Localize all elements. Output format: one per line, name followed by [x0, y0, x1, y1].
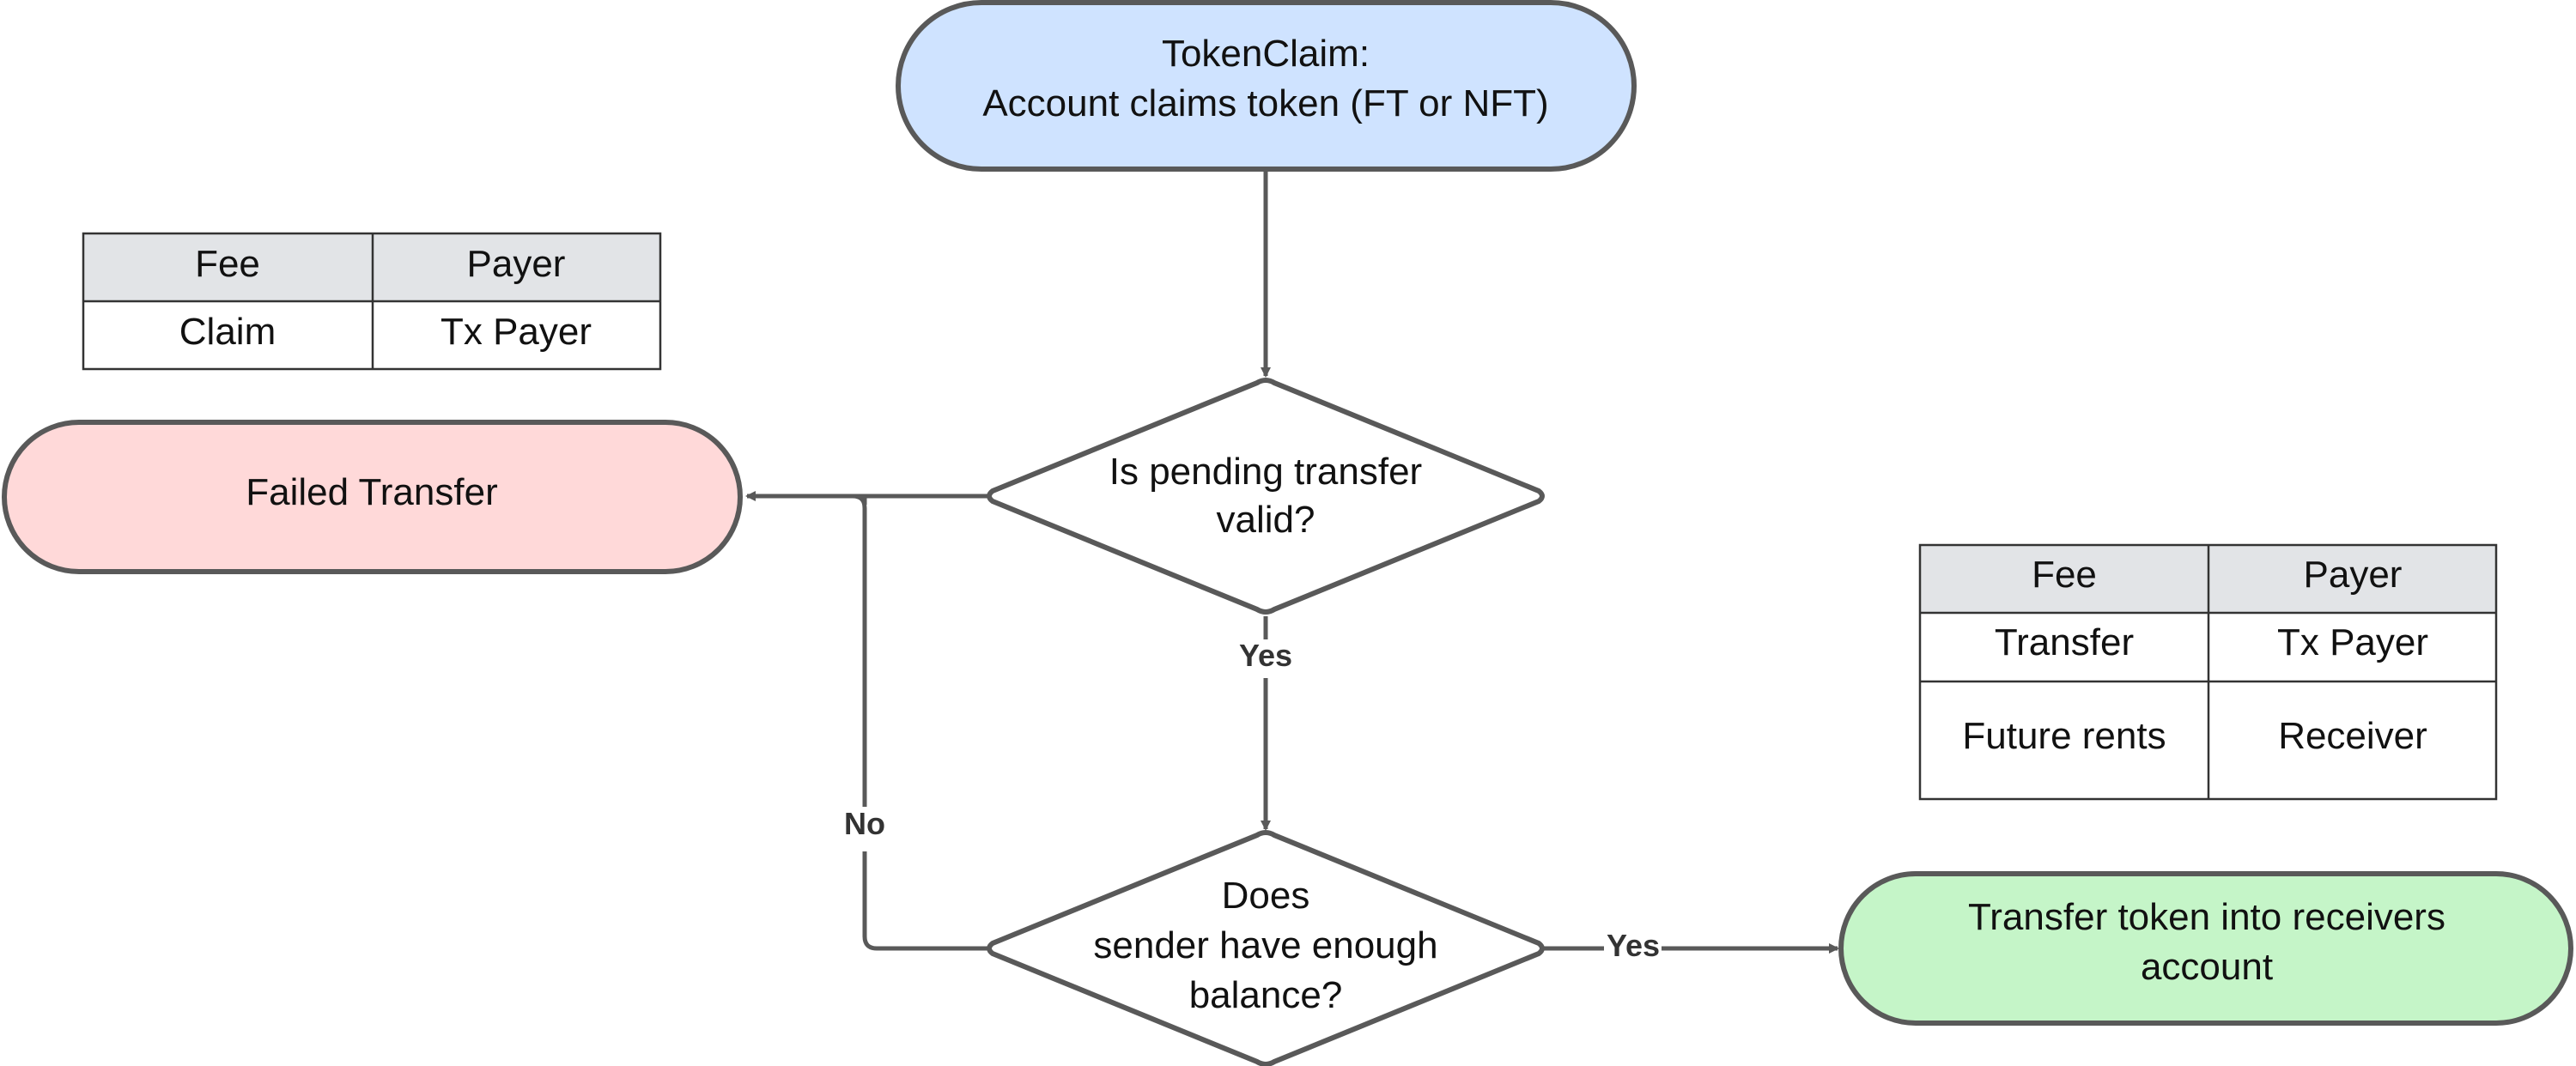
edge-label-valid-yes: Yes	[1239, 638, 1292, 673]
start-node-subtitle: Account claims token (FT or NFT)	[982, 82, 1548, 124]
decision-balance-line3: balance?	[1189, 974, 1343, 1016]
edge-label-balance-no: No	[844, 806, 885, 841]
fee-table-claim: Fee Payer Claim Tx Payer	[82, 232, 662, 371]
fee-table-claim-grid	[82, 232, 662, 371]
failed-node: Failed Transfer	[2, 420, 743, 574]
fee-table-transfer-row1-fee: Transfer	[1995, 621, 2134, 663]
decision-valid-line2: valid?	[1217, 499, 1315, 541]
fee-table-claim-cell-payer: Tx Payer	[440, 311, 592, 353]
fee-table-transfer-header-fee: Fee	[2032, 554, 2097, 596]
fee-table-claim-cell-fee: Claim	[179, 311, 276, 353]
start-node-shape	[896, 0, 1637, 172]
failed-node-label: Failed Transfer	[246, 471, 497, 513]
fee-table-claim-header-fee: Fee	[195, 243, 260, 285]
success-node-shape	[1838, 871, 2573, 1026]
success-node: Transfer token into receivers account	[1838, 871, 2573, 1026]
fee-table-transfer-row1-payer: Tx Payer	[2277, 621, 2428, 663]
fee-table-transfer-header-payer: Payer	[2304, 554, 2403, 596]
fee-table-claim-header-payer: Payer	[467, 243, 566, 285]
decision-valid-line1: Is pending transfer	[1109, 451, 1422, 493]
decision-balance-shape	[987, 830, 1545, 1066]
decision-valid-shape	[987, 378, 1545, 615]
success-node-line2: account	[2141, 946, 2273, 988]
fee-table-transfer-grid	[1918, 543, 2498, 801]
fee-table-transfer-row2-payer: Receiver	[2278, 715, 2427, 757]
success-node-line1: Transfer token into receivers	[1968, 896, 2445, 938]
fee-table-transfer: Fee Payer Transfer Tx Payer Future rents…	[1918, 543, 2498, 801]
edges	[745, 170, 1839, 954]
failed-node-shape	[2, 420, 743, 574]
edge-label-balance-yes: Yes	[1607, 928, 1660, 963]
edge-balance-no-top	[852, 494, 867, 807]
decision-balance-line2: sender have enough	[1093, 924, 1437, 966]
fee-table-transfer-row2-fee: Future rents	[1962, 715, 2166, 757]
decision-balance-line1: Does	[1222, 875, 1310, 917]
start-node-title: TokenClaim:	[1162, 33, 1370, 75]
edge-valid-to-failed	[745, 491, 987, 506]
start-node: TokenClaim: Account claims token (FT or …	[896, 0, 1637, 172]
decision-valid-node: Is pending transfer valid?	[987, 378, 1545, 615]
decision-balance-node: Does sender have enough balance?	[987, 830, 1545, 1066]
edge-balance-no-bottom	[862, 851, 987, 951]
